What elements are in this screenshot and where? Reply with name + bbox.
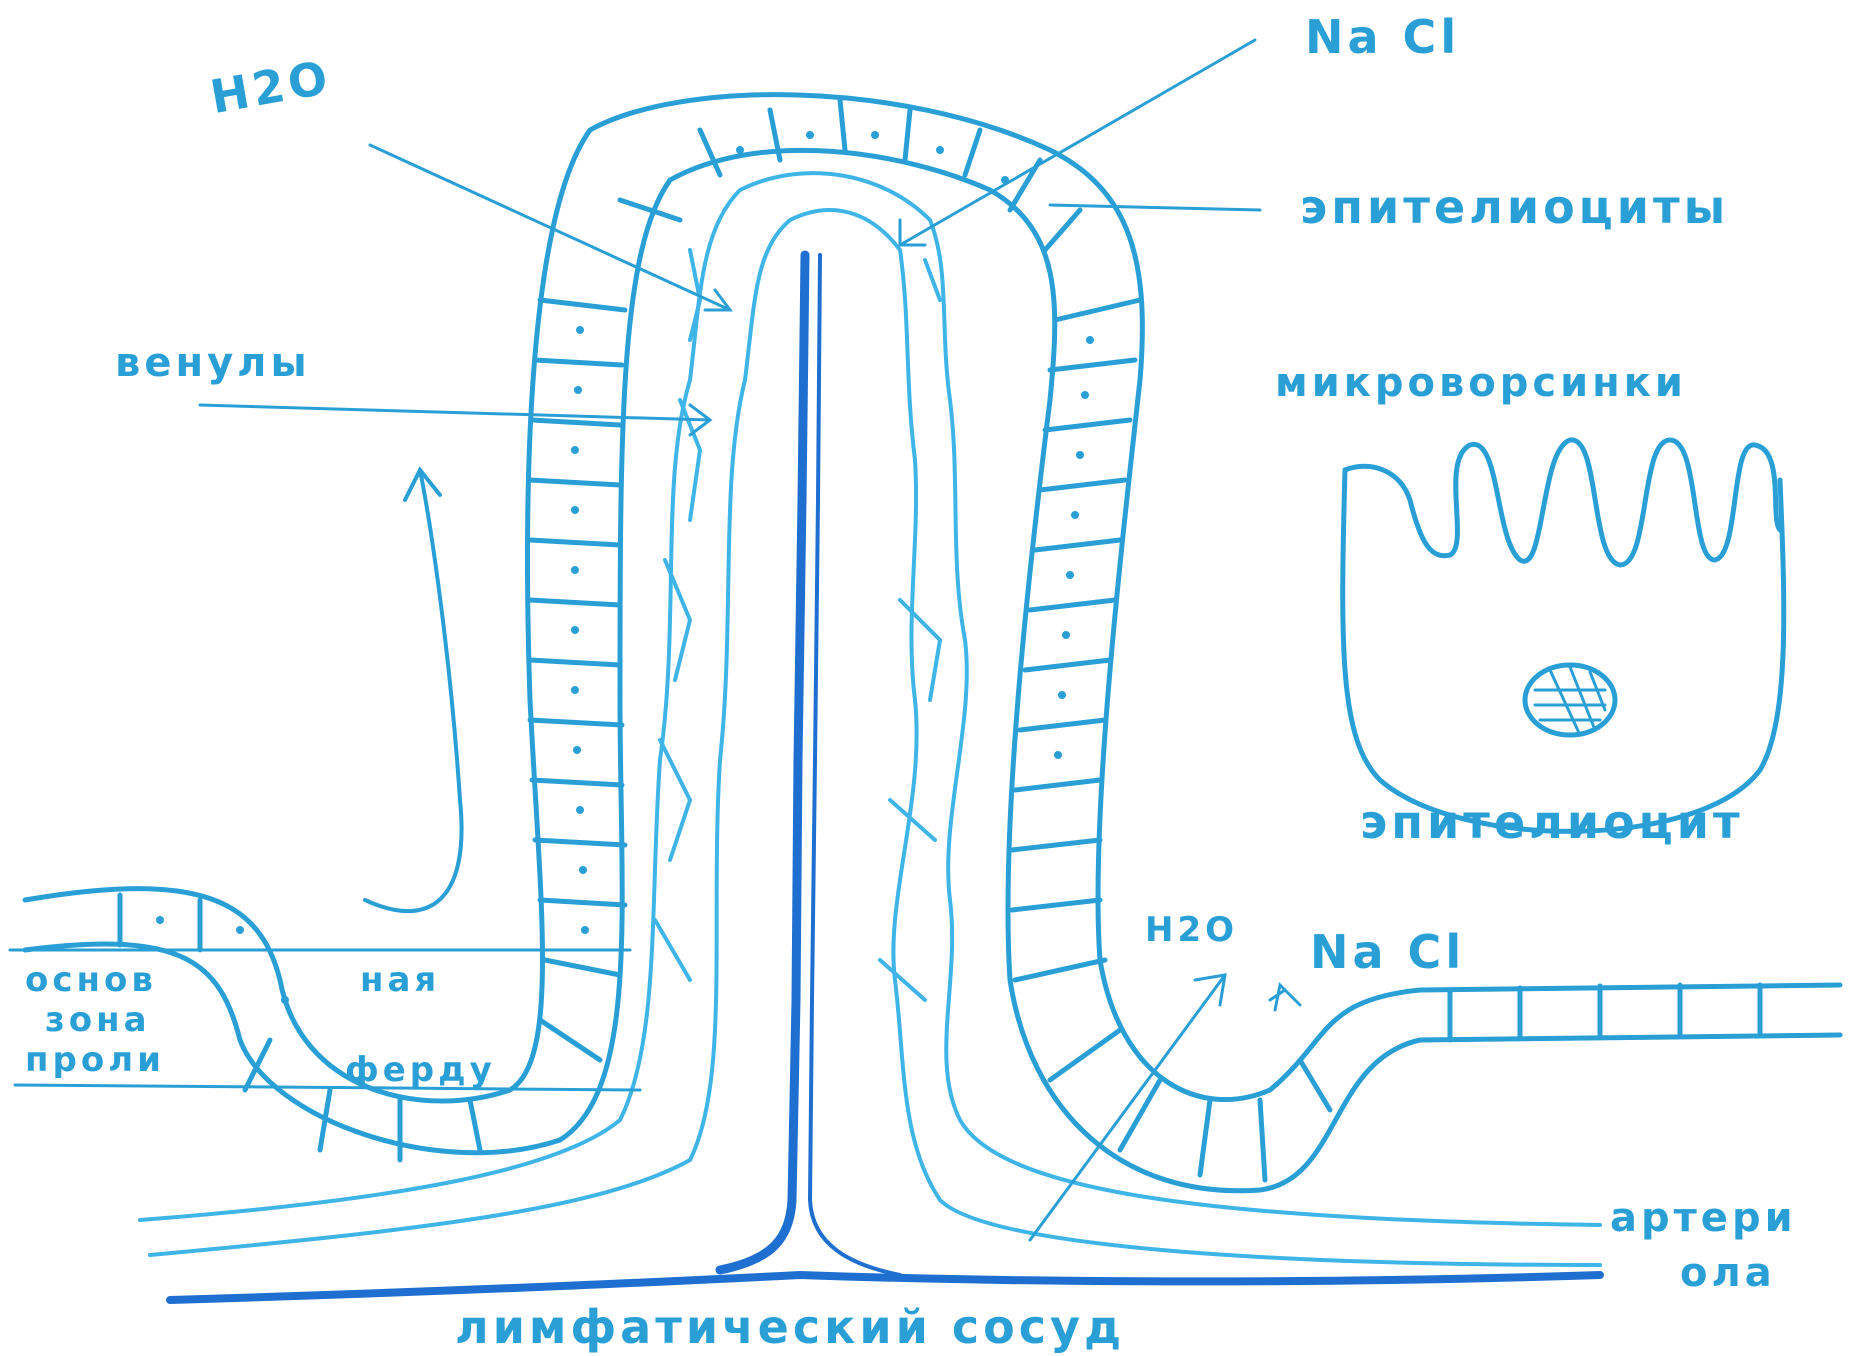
capillary-network <box>140 173 1600 1265</box>
cell-boundaries-left <box>120 300 625 1160</box>
venules-pointer <box>200 405 710 435</box>
lymphatic-base <box>170 1275 1600 1300</box>
nucleus-hatching <box>1535 667 1605 735</box>
basal-zone-line3: проли <box>25 1040 165 1080</box>
lacteal-edge <box>810 255 900 1275</box>
microvilli-contour <box>1345 440 1780 565</box>
venules-label: венулы <box>115 340 311 386</box>
lymphatic-vessel-label: лимфатический сосуд <box>455 1300 1125 1354</box>
cell-boundaries-right <box>620 100 1760 1180</box>
nacl-top-label: Na Cl <box>1305 10 1460 64</box>
basal-line-bottom <box>15 1085 640 1090</box>
pointer-lines <box>10 40 1300 1240</box>
basal-zone-line1: основ <box>25 960 157 1000</box>
epitheliocyte-label: эпителиоцит <box>1360 795 1744 849</box>
epitheliocytes-label: эпителиоциты <box>1300 180 1729 234</box>
capillary-right-inner <box>893 460 1600 1265</box>
capillary-left-outer <box>140 173 950 1220</box>
epitheliocyte-cell <box>1343 440 1784 831</box>
arteriole-label-line1: артери <box>1610 1195 1797 1241</box>
villus-epithelium <box>25 95 1840 1191</box>
microvilli-label: микроворсинки <box>1275 360 1687 406</box>
arteriole-label-line2: ола <box>1680 1250 1776 1296</box>
cell-membrane <box>1343 470 1784 831</box>
villus-inner-contour <box>25 150 1840 1190</box>
upward-flow-arrow <box>365 470 462 911</box>
lacteal-central <box>720 255 805 1270</box>
nacl-bottom-label: Na Cl <box>1310 925 1465 979</box>
basal-zone-line2: зона <box>45 1000 151 1040</box>
basal-zone-right1: ная <box>360 960 440 1000</box>
basal-zone-right2: ферду <box>345 1050 496 1090</box>
h2o-top-arrow <box>370 145 730 310</box>
nacl-bottom-arrow <box>1270 985 1300 1010</box>
h2o-bottom-label: H2O <box>1145 910 1238 950</box>
